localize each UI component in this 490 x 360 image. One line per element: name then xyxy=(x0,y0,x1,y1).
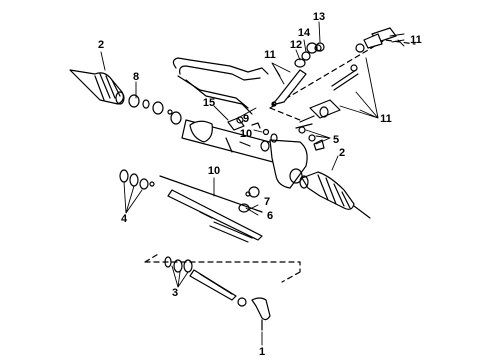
callout-11-right: 11 xyxy=(380,113,392,125)
callout-4: 4 xyxy=(121,213,128,225)
seal-parts xyxy=(251,122,278,143)
callout-14: 14 xyxy=(298,27,311,39)
callout-10-upper: 10 xyxy=(240,128,252,140)
adjuster-parts xyxy=(298,126,325,151)
callout-2-right: 2 xyxy=(339,147,345,159)
callout-2-left: 2 xyxy=(98,39,104,51)
callout-13: 13 xyxy=(313,11,325,23)
leader-lines xyxy=(100,21,405,346)
dashed-box-right xyxy=(269,39,416,121)
dashed-box-lower xyxy=(144,252,301,283)
callout-6: 6 xyxy=(267,210,273,222)
rack-bushing-parts xyxy=(238,186,260,213)
callout-3: 3 xyxy=(172,287,178,299)
callout-12: 12 xyxy=(290,39,302,51)
left-tie-rod-parts xyxy=(119,169,155,190)
left-boot xyxy=(69,69,140,108)
right-boot xyxy=(299,171,371,219)
callout-8: 8 xyxy=(133,71,139,83)
callout-9: 9 xyxy=(243,113,249,125)
left-clamp-parts xyxy=(142,99,182,125)
rack-housing xyxy=(181,119,308,189)
inner-tie-rod xyxy=(159,175,263,243)
callout-7: 7 xyxy=(264,196,270,208)
callout-5: 5 xyxy=(333,134,339,146)
callout-labels: 1 2 2 3 4 5 6 7 8 9 10 10 11 11 11 12 13… xyxy=(98,11,422,358)
pinion-parts xyxy=(271,42,325,107)
callout-10-lower: 10 xyxy=(208,165,220,177)
callout-11-mid: 11 xyxy=(264,49,276,61)
upper-right-kit xyxy=(295,27,397,129)
outer-tie-rod xyxy=(164,256,271,331)
pressure-lines xyxy=(172,57,269,115)
callout-15: 15 xyxy=(203,97,215,109)
callout-1: 1 xyxy=(259,346,265,358)
callout-11-top: 11 xyxy=(410,34,422,46)
